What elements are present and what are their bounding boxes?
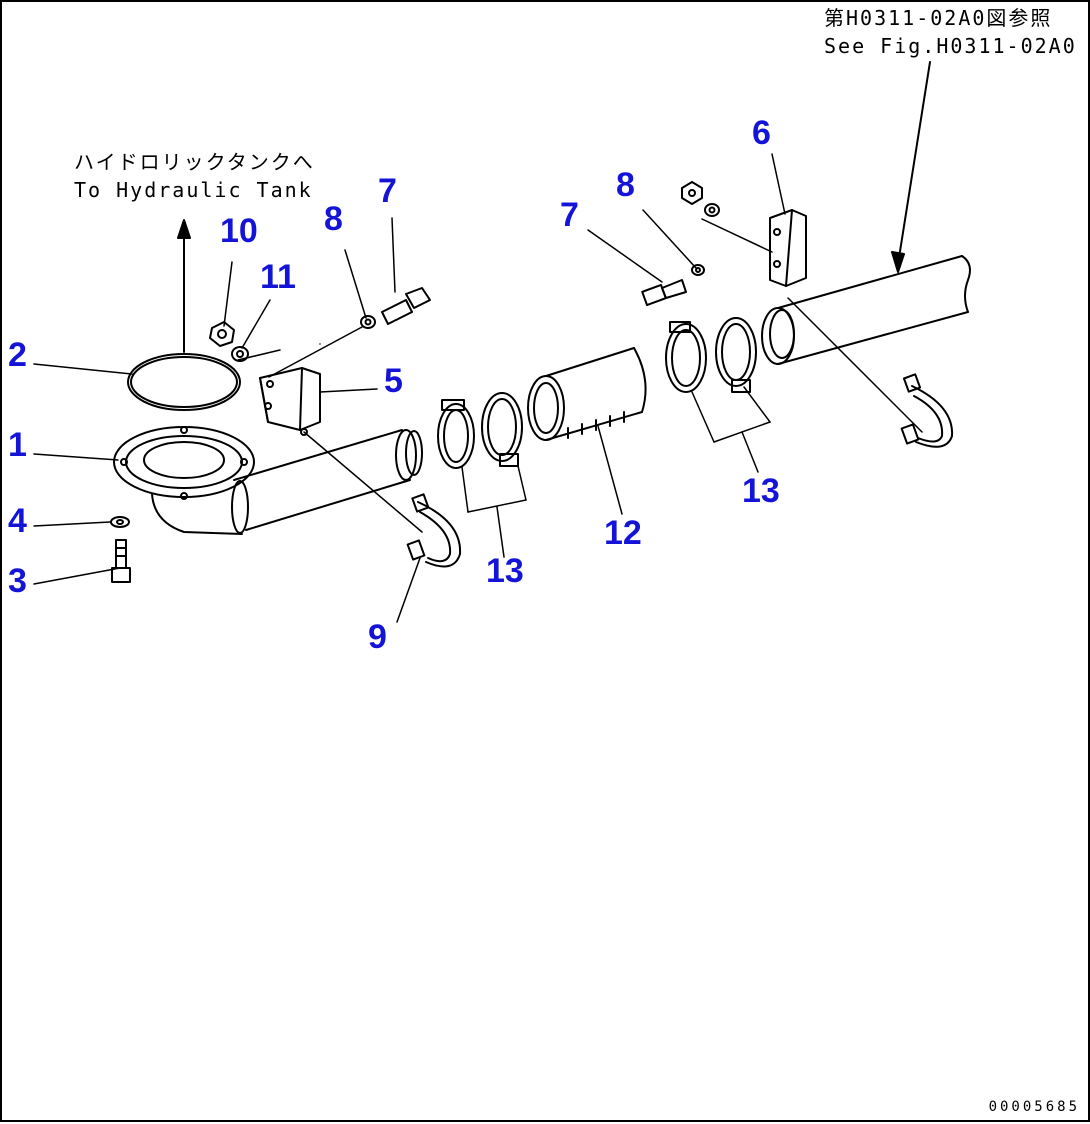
washer-part-4 (110, 516, 130, 528)
part-label-8-left: 8 (324, 200, 343, 238)
bracket-part-5 (259, 367, 321, 436)
tank-note-jp: ハイドロリックタンクへ (74, 150, 315, 174)
part-label-5: 5 (384, 362, 403, 400)
drawing-number: 00005685 (988, 1099, 1080, 1115)
washer-part-8-left (360, 315, 376, 329)
bolt-part-3 (111, 539, 131, 583)
clamp-set-bracket-right (691, 386, 771, 473)
part-label-10: 10 (220, 212, 258, 250)
nut-right (681, 181, 703, 205)
clamp-part-13-left-a (437, 399, 475, 469)
leader-lines (33, 153, 923, 623)
elbow-part-1 (113, 426, 423, 535)
part-label-7-left: 7 (378, 172, 397, 210)
part-label-2: 2 (8, 336, 27, 374)
clamp-set-bracket-left (461, 465, 527, 558)
part-label-8-right: 8 (616, 166, 635, 204)
u-bolt-part-9-left (406, 493, 462, 568)
part-label-6: 6 (752, 114, 771, 152)
pipe-right (761, 255, 971, 365)
part-label-4: 4 (8, 502, 27, 540)
washer-part-8-right (691, 264, 705, 276)
part-label-11: 11 (260, 258, 296, 296)
clamp-part-13-left-b (481, 392, 523, 467)
part-label-3: 3 (8, 562, 27, 600)
washer-right (704, 203, 720, 217)
nut-part-10 (209, 321, 235, 347)
part-label-13-right: 13 (742, 472, 780, 510)
tank-note-en: To Hydraulic Tank (74, 178, 313, 202)
part-label-1: 1 (8, 426, 27, 464)
part-label-13-left: 13 (486, 552, 524, 590)
part-label-9: 9 (368, 618, 387, 656)
gasket-part-2 (127, 353, 241, 411)
reference-note-en: See Fig.H0311-02A0 (824, 34, 1077, 58)
bolt-part-7-right (641, 279, 687, 306)
washer-part-11 (231, 346, 249, 362)
tank-arrow (177, 219, 191, 353)
reference-arrow (891, 61, 931, 273)
part-label-12: 12 (604, 514, 642, 552)
bolt-part-7-left (381, 287, 431, 325)
reference-note-jp: 第H0311-02A0図参照 (824, 6, 1053, 30)
hose-part-12 (527, 347, 647, 441)
clamp-part-13-right-a (665, 321, 707, 393)
u-bolt-part-9-right (900, 373, 954, 448)
part-label-7-right: 7 (560, 196, 579, 234)
bracket-part-6 (769, 209, 807, 287)
clamp-part-13-right-b (715, 317, 757, 393)
